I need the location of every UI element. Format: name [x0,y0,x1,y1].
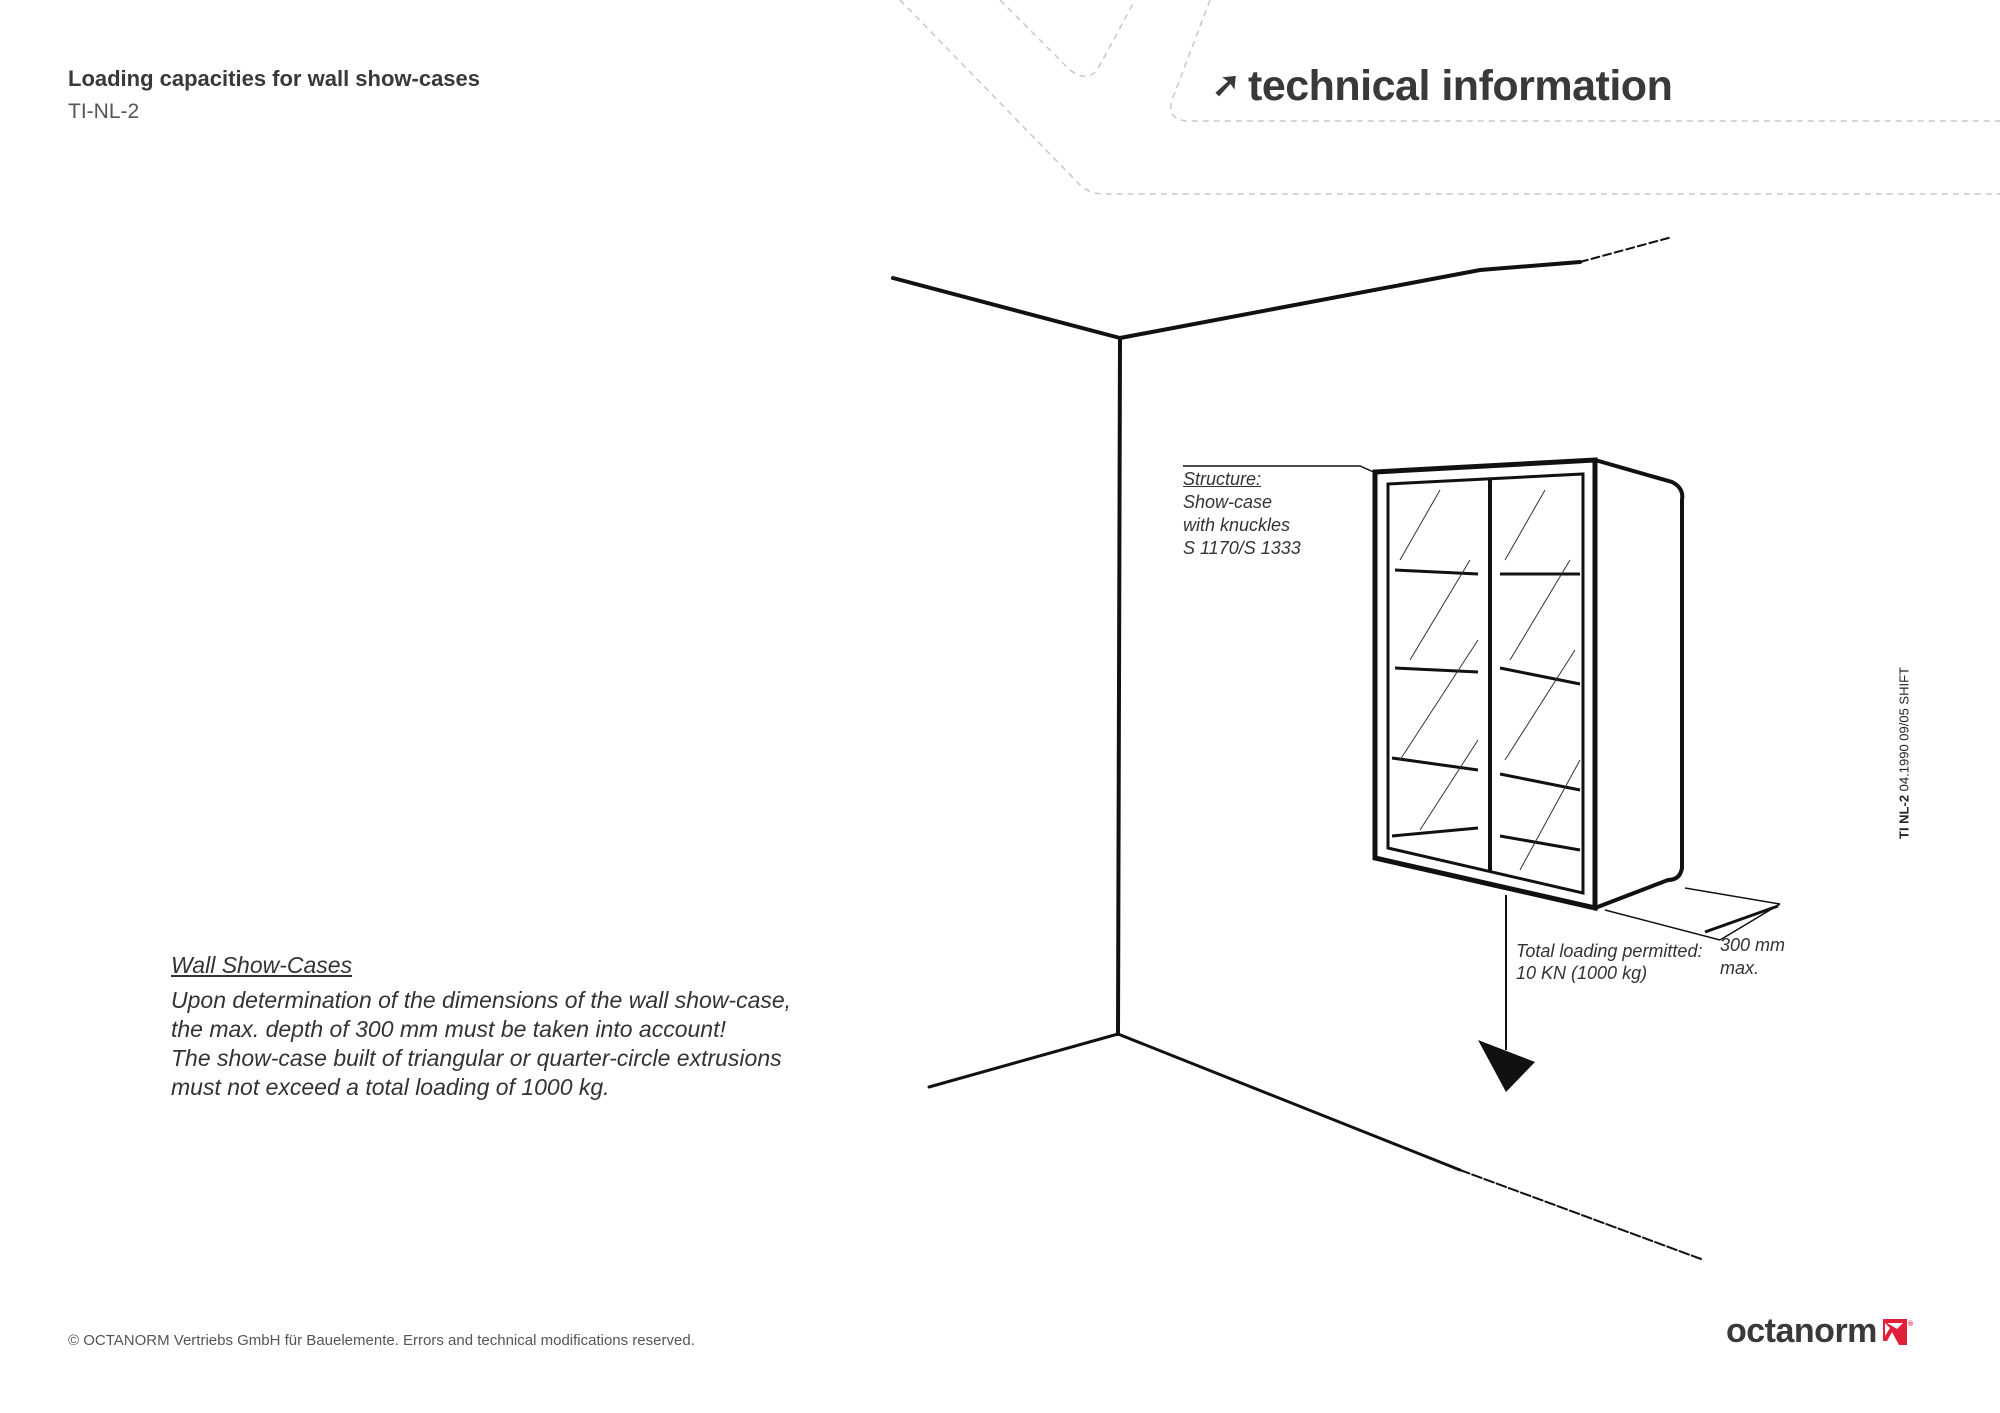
body-text: Upon determination of the dimensions of … [171,986,791,1102]
body-heading: Wall Show-Cases [171,952,353,978]
arrow-up-right-icon: ➚ [1212,66,1241,104]
side-note: TI NL-2 04.1990 09/05 SHIFT [1897,667,1912,839]
side-note-info: 04.1990 09/05 SHIFT [1896,667,1912,792]
structure-line: Show-case [1183,492,1273,512]
logo-text: octanorm [1726,1312,1877,1350]
structure-leader-line [1183,465,1379,475]
depth-label: 300 mm max. [1720,934,1785,980]
body-line: The show-case built of triangular or qua… [171,1045,782,1071]
depth-dimension [1604,887,1781,941]
load-line: Total loading permitted: [1516,941,1703,961]
body-line: must not exceed a total loading of 1000 … [171,1074,610,1100]
copyright: © OCTANORM Vertriebs GmbH für Bauelement… [68,1332,695,1349]
depth-max: max. [1720,958,1760,978]
load-value: 10 KN (1000 kg) [1516,963,1648,983]
load-arrow [1478,895,1535,1092]
structure-line: S 1170/S 1333 [1183,538,1301,558]
depth-value: 300 mm [1720,935,1786,955]
load-label: Total loading permitted: 10 KN (1000 kg) [1516,940,1702,984]
structure-label: Structure: Show-case with knuckles S 117… [1183,468,1301,560]
header-dashed-frame [899,0,2000,195]
structure-heading: Structure: [1183,469,1262,489]
document-code: TI-NL-2 [68,100,140,123]
section-title-text: technical information [1248,62,1673,110]
structure-line: with knuckles [1183,515,1291,535]
room-corner-lines [891,236,1702,1260]
body-line: the max. depth of 300 mm must be taken i… [171,1016,726,1042]
logo-mark-icon: ® [1882,1318,1914,1345]
showcase-cabinet [1372,457,1685,912]
side-note-code: TI NL-2 [1896,794,1912,839]
octanorm-logo: octanorm ® [1726,1312,1915,1351]
svg-text:®: ® [1908,1320,1914,1328]
section-title: ➚technical information [1212,62,1673,111]
document-title: Loading capacities for wall show-cases [68,66,481,91]
body-line: Upon determination of the dimensions of … [171,987,792,1013]
